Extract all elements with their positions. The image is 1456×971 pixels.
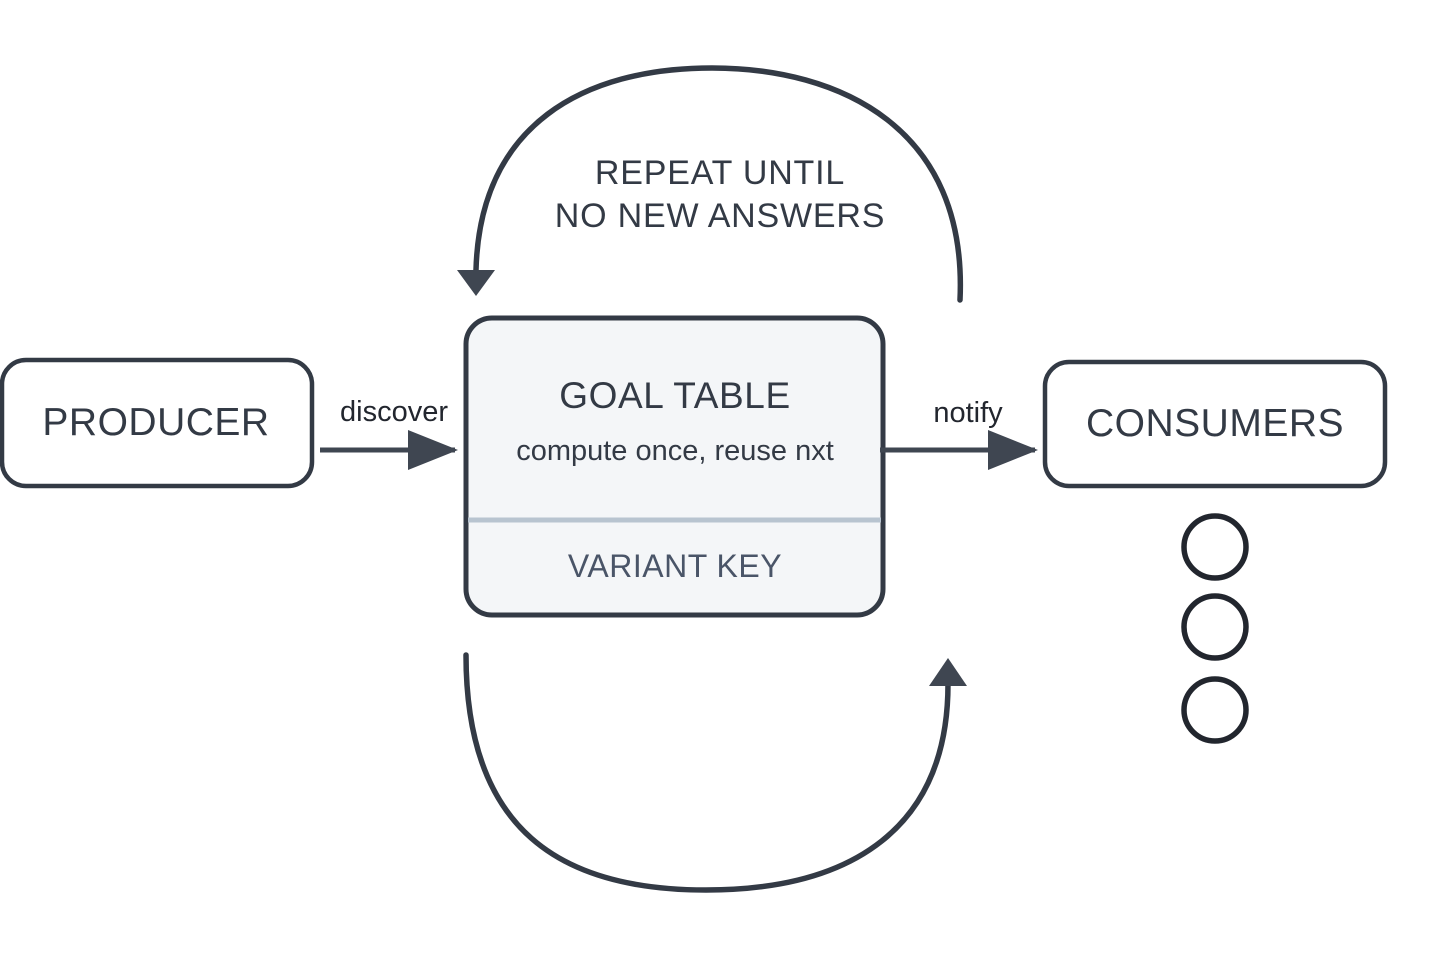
goal-table-box[interactable] <box>463 315 886 618</box>
consumer-circle-3[interactable] <box>1181 676 1249 744</box>
consumer-circle-2[interactable] <box>1181 593 1249 661</box>
repeat-loop-arrowhead-top <box>457 270 495 296</box>
feedback-loop-arc-bottom <box>463 652 951 893</box>
feedback-loop-arrowhead-bottom <box>929 658 967 686</box>
consumers-box[interactable] <box>1042 359 1388 489</box>
repeat-loop-arc-top <box>473 65 964 303</box>
producer-box[interactable] <box>0 357 315 489</box>
consumer-circle-1[interactable] <box>1181 513 1249 581</box>
